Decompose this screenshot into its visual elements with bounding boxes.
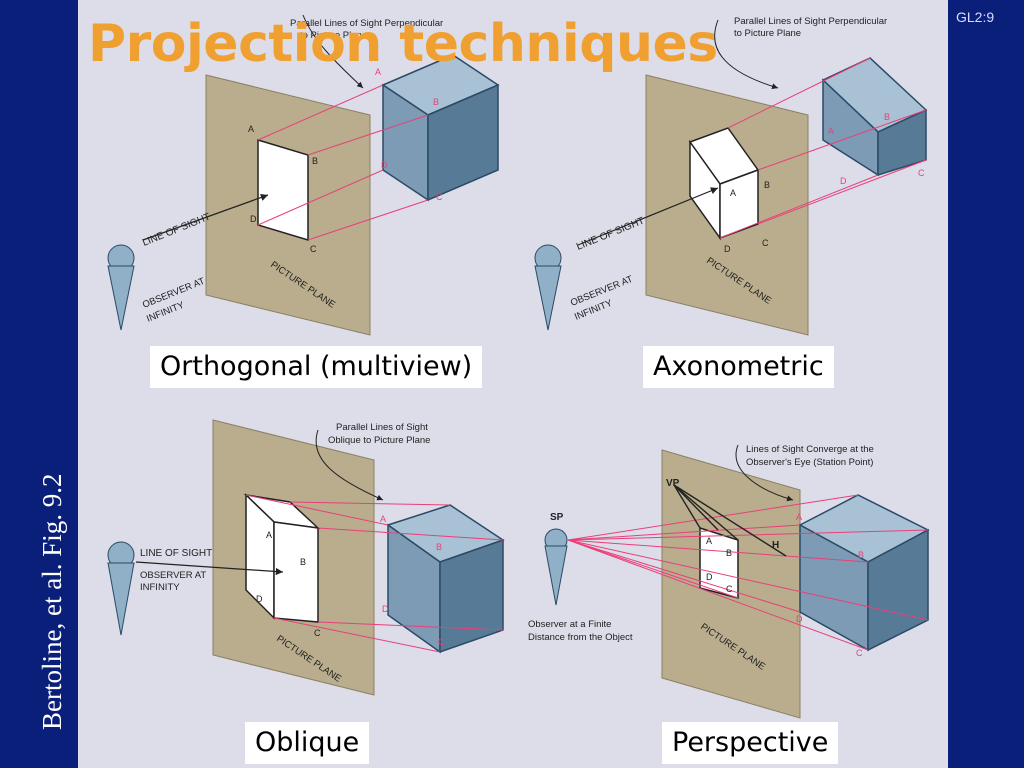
- persp-plane-letter-d: D: [706, 572, 713, 582]
- figure-source-caption: Bertoline, et al. Fig. 9.2: [37, 473, 67, 730]
- axo-cube-letter-a: A: [828, 126, 834, 136]
- perspective-diagram: Lines of Sight Converge at the Observer'…: [528, 444, 930, 719]
- persp-cube-letter-c: C: [856, 648, 863, 658]
- perspective-label: Perspective: [662, 722, 839, 764]
- oblique-annotation-line1: Parallel Lines of Sight: [336, 422, 428, 433]
- axo-line-of-sight: LINE OF SIGHT: [575, 216, 646, 253]
- oblique-observer-line2: INFINITY: [140, 582, 180, 593]
- persp-sp-label: SP: [550, 512, 564, 523]
- oblique-observer-cone: [107, 562, 135, 636]
- axo-plane-letter-b: B: [764, 180, 770, 190]
- ortho-projection-lines: [257, 84, 429, 241]
- persp-annotation-line2: Observer's Eye (Station Point): [746, 457, 873, 468]
- oblique-label: Oblique: [245, 722, 370, 764]
- axo-cube-letter-d: D: [840, 176, 847, 186]
- oblique-plane-letter-d: D: [256, 594, 263, 604]
- ortho-observer-cone: [107, 265, 135, 331]
- persp-plane-letter-b: B: [726, 548, 732, 558]
- ortho-annotation-line2: to Picture Plane: [300, 30, 367, 41]
- persp-vp-label: VP: [666, 478, 680, 489]
- axo-plane-letter-a: A: [730, 188, 736, 198]
- oblique-plane-letter-c: C: [314, 628, 321, 638]
- persp-cube-letter-d: D: [796, 614, 803, 624]
- ortho-plane-letter-b: B: [312, 156, 318, 166]
- oblique-cube-letter-c: C: [438, 637, 445, 647]
- axo-plane-letter-d: D: [724, 244, 731, 254]
- persp-sight-lines: [567, 494, 929, 651]
- axo-observer-cone: [534, 265, 562, 331]
- axo-annotation-line2: to Picture Plane: [734, 28, 801, 39]
- persp-plane-letter-a: A: [706, 536, 712, 546]
- oblique-observer-line1: OBSERVER AT: [140, 570, 206, 581]
- axo-cube-letter-c: C: [918, 168, 925, 178]
- oblique-plane-letter-b: B: [300, 557, 306, 567]
- persp-observer-line1: Observer at a Finite: [528, 619, 611, 630]
- axo-plane-letter-c: C: [762, 238, 769, 248]
- axo-projected-shape: [688, 127, 760, 241]
- oblique-plane-letter-a: A: [266, 530, 272, 540]
- oblique-cube-letter-a: A: [380, 514, 386, 524]
- persp-cube-letter-a: A: [796, 512, 802, 522]
- ortho-plane-letter-d: D: [250, 214, 257, 224]
- ortho-plane-letter-a: A: [248, 124, 254, 134]
- ortho-plane-letter-c: C: [310, 244, 317, 254]
- oblique-cube-letter-b: B: [436, 542, 442, 552]
- ortho-projected-face: [257, 138, 309, 242]
- slide-title: Projection techniques: [88, 14, 718, 74]
- axo-annotation-line1: Parallel Lines of Sight Perpendicular: [734, 16, 887, 27]
- ortho-cube-side: [427, 83, 499, 202]
- oblique-annotation-line2: Oblique to Picture Plane: [328, 435, 430, 446]
- persp-annotation-line1: Lines of Sight Converge at the: [746, 444, 874, 455]
- persp-observer-cone: [544, 545, 568, 606]
- orthogonal-label: Orthogonal (multiview): [150, 346, 483, 388]
- oblique-diagram: Parallel Lines of Sight Oblique to Pictu…: [107, 419, 505, 696]
- persp-plane-letter-c: C: [726, 584, 733, 594]
- oblique-projected-shape: [243, 493, 321, 623]
- persp-h-label: H: [772, 540, 779, 551]
- axo-cube-letter-b: B: [884, 112, 890, 122]
- oblique-projection-lines: [245, 494, 504, 653]
- axonometric-diagram: Parallel Lines of Sight Perpendicular to…: [534, 16, 928, 336]
- projection-diagrams: Parallel Lines of Sight Perpendicular to…: [107, 14, 930, 719]
- ortho-cube-letter-b: B: [433, 97, 439, 107]
- oblique-line-of-sight: LINE OF SIGHT: [140, 548, 212, 559]
- axonometric-label: Axonometric: [643, 346, 834, 388]
- ortho-line-of-sight: LINE OF SIGHT: [141, 212, 212, 249]
- ortho-annotation-line1: Parallel Lines of Sight Perpendicular: [290, 18, 443, 29]
- persp-vanishing-lines: [673, 484, 787, 557]
- ortho-cube-letter-d: D: [381, 160, 388, 170]
- oblique-cube-letter-d: D: [382, 604, 389, 614]
- persp-observer-line2: Distance from the Object: [528, 632, 633, 643]
- persp-cube-letter-b: B: [858, 550, 864, 560]
- axo-projection-lines: [719, 57, 927, 239]
- ortho-cube-letter-a: A: [375, 67, 381, 77]
- ortho-cube-letter-c: C: [436, 192, 443, 202]
- slide-number: GL2:9: [956, 9, 995, 25]
